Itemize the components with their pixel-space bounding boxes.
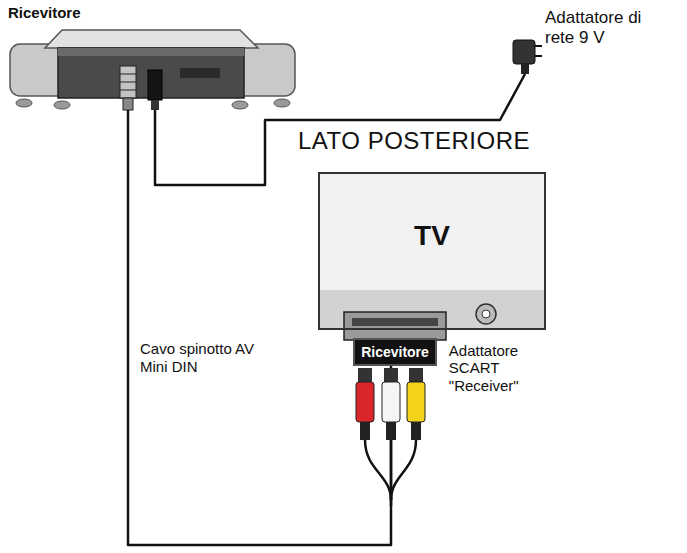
rca-plugs xyxy=(356,368,425,506)
scart-adapter: RicevitoreAdattatore SCART "Receiver" xyxy=(353,338,437,366)
callout-label: Adattatore SCART "Receiver" xyxy=(449,342,545,394)
tv-box: TV xyxy=(318,172,546,330)
side-label: LATO POSTERIORE xyxy=(298,127,530,155)
cable-label: Cavo spinotto AV Mini DIN xyxy=(140,340,270,376)
node-label: Ricevitore xyxy=(361,344,429,360)
power-adapter-icon xyxy=(513,40,542,74)
node-label: TV xyxy=(414,220,450,252)
receiver: Ricevitore xyxy=(8,4,298,110)
tv-illustration xyxy=(318,172,546,340)
receiver-illustration xyxy=(10,30,295,110)
node-label: Adattatore di rete 9 V xyxy=(545,8,645,49)
power-adapter: Adattatore di rete 9 V xyxy=(505,8,683,74)
node-label: Ricevitore xyxy=(8,4,298,21)
